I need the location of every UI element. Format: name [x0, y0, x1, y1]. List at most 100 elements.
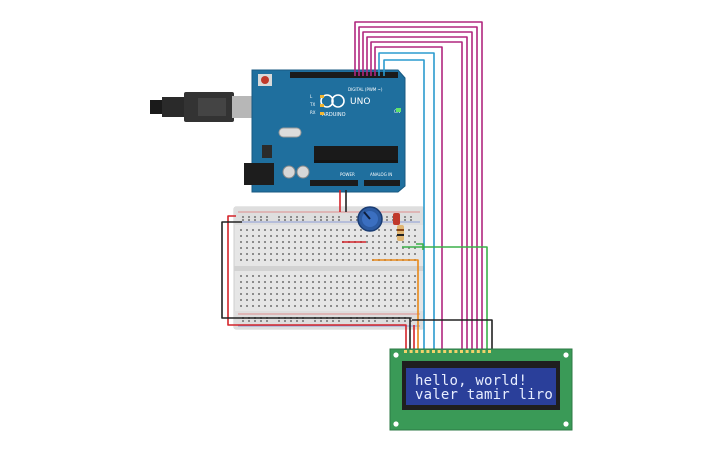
breadboard-hole	[366, 235, 368, 237]
potentiometer[interactable]	[357, 206, 383, 232]
breadboard-hole	[414, 229, 416, 231]
breadboard-hole	[318, 287, 320, 289]
breadboard-rail-hole	[290, 320, 292, 322]
lcd-line-2: valer tamir liro	[415, 387, 554, 403]
breadboard-hole	[300, 247, 302, 249]
breadboard-hole	[306, 247, 308, 249]
lcd-header-pin	[448, 350, 452, 353]
breadboard-hole	[348, 287, 350, 289]
breadboard-hole	[258, 299, 260, 301]
breadboard-rail-hole	[266, 216, 268, 218]
breadboard-hole	[414, 287, 416, 289]
breadboard-hole	[360, 275, 362, 277]
breadboard-hole	[306, 235, 308, 237]
breadboard-hole	[246, 287, 248, 289]
breadboard-rail-hole	[332, 216, 334, 218]
lcd-header-pin	[415, 350, 419, 353]
breadboard-hole	[282, 305, 284, 307]
breadboard-rail-hole	[326, 219, 328, 221]
breadboard-hole	[276, 253, 278, 255]
breadboard-hole	[312, 275, 314, 277]
lcd-line-1: hello, world!	[415, 373, 528, 389]
breadboard-hole	[402, 281, 404, 283]
breadboard-hole	[384, 241, 386, 243]
breadboard-hole	[300, 275, 302, 277]
breadboard-hole	[366, 275, 368, 277]
breadboard-rail-hole	[386, 320, 388, 322]
breadboard-hole	[300, 253, 302, 255]
wire-lcd-rs	[374, 46, 443, 350]
breadboard-hole	[252, 305, 254, 307]
breadboard-hole	[312, 235, 314, 237]
breadboard-hole	[276, 247, 278, 249]
breadboard-hole	[282, 299, 284, 301]
breadboard-rail-hole	[338, 216, 340, 218]
breadboard-hole	[312, 287, 314, 289]
breadboard-hole	[390, 229, 392, 231]
breadboard-hole	[276, 281, 278, 283]
breadboard-hole	[390, 281, 392, 283]
breadboard-hole	[240, 235, 242, 237]
breadboard-rail-hole	[404, 216, 406, 218]
breadboard-rail-hole	[266, 320, 268, 322]
breadboard-hole	[240, 253, 242, 255]
breadboard-hole	[384, 293, 386, 295]
breadboard-hole	[276, 299, 278, 301]
breadboard-hole	[306, 229, 308, 231]
breadboard-hole	[372, 293, 374, 295]
breadboard-hole	[294, 305, 296, 307]
breadboard-hole	[396, 275, 398, 277]
breadboard-hole	[342, 235, 344, 237]
lcd-header-pin	[488, 350, 491, 353]
breadboard-hole	[336, 293, 338, 295]
capacitor	[296, 165, 310, 179]
breadboard-hole	[324, 241, 326, 243]
breadboard-hole	[402, 247, 404, 249]
breadboard-hole	[264, 299, 266, 301]
breadboard-rail-hole	[260, 219, 262, 221]
analog-header	[364, 180, 400, 186]
breadboard-hole	[414, 305, 416, 307]
breadboard-rail-hole	[290, 219, 292, 221]
breadboard-hole	[360, 253, 362, 255]
breadboard-hole	[288, 299, 290, 301]
breadboard-hole	[408, 253, 410, 255]
breadboard-hole	[240, 275, 242, 277]
breadboard-hole	[282, 281, 284, 283]
breadboard-hole	[354, 293, 356, 295]
breadboard-hole	[246, 275, 248, 277]
breadboard-rail-hole	[320, 219, 322, 221]
lcd-header-pin	[426, 350, 430, 353]
breadboard-hole	[276, 235, 278, 237]
breadboard-hole	[288, 287, 290, 289]
breadboard-rail-hole	[410, 219, 412, 221]
breadboard-hole	[288, 229, 290, 231]
breadboard-rail-hole	[356, 320, 358, 322]
wire-green-2	[416, 243, 424, 250]
breadboard-rail-hole	[326, 216, 328, 218]
breadboard-hole	[330, 253, 332, 255]
wire-cyan-2	[383, 59, 425, 350]
breadboard-hole	[408, 287, 410, 289]
breadboard-hole	[390, 235, 392, 237]
breadboard-hole	[414, 253, 416, 255]
breadboard-hole	[348, 259, 350, 261]
breadboard-rail-hole	[320, 320, 322, 322]
breadboard-hole	[396, 299, 398, 301]
breadboard-hole	[270, 293, 272, 295]
breadboard-hole	[330, 293, 332, 295]
breadboard-hole	[324, 229, 326, 231]
breadboard-hole	[396, 241, 398, 243]
breadboard-hole	[258, 259, 260, 261]
breadboard-hole	[330, 247, 332, 249]
breadboard-rail-hole	[248, 216, 250, 218]
breadboard-hole	[348, 275, 350, 277]
breadboard-hole	[276, 241, 278, 243]
analog-header-label: ANALOG IN	[370, 172, 392, 177]
breadboard-hole	[336, 275, 338, 277]
breadboard-rail-hole	[320, 216, 322, 218]
breadboard-hole	[342, 229, 344, 231]
breadboard-hole	[342, 259, 344, 261]
breadboard-rail-hole	[350, 219, 352, 221]
breadboard-hole	[330, 241, 332, 243]
